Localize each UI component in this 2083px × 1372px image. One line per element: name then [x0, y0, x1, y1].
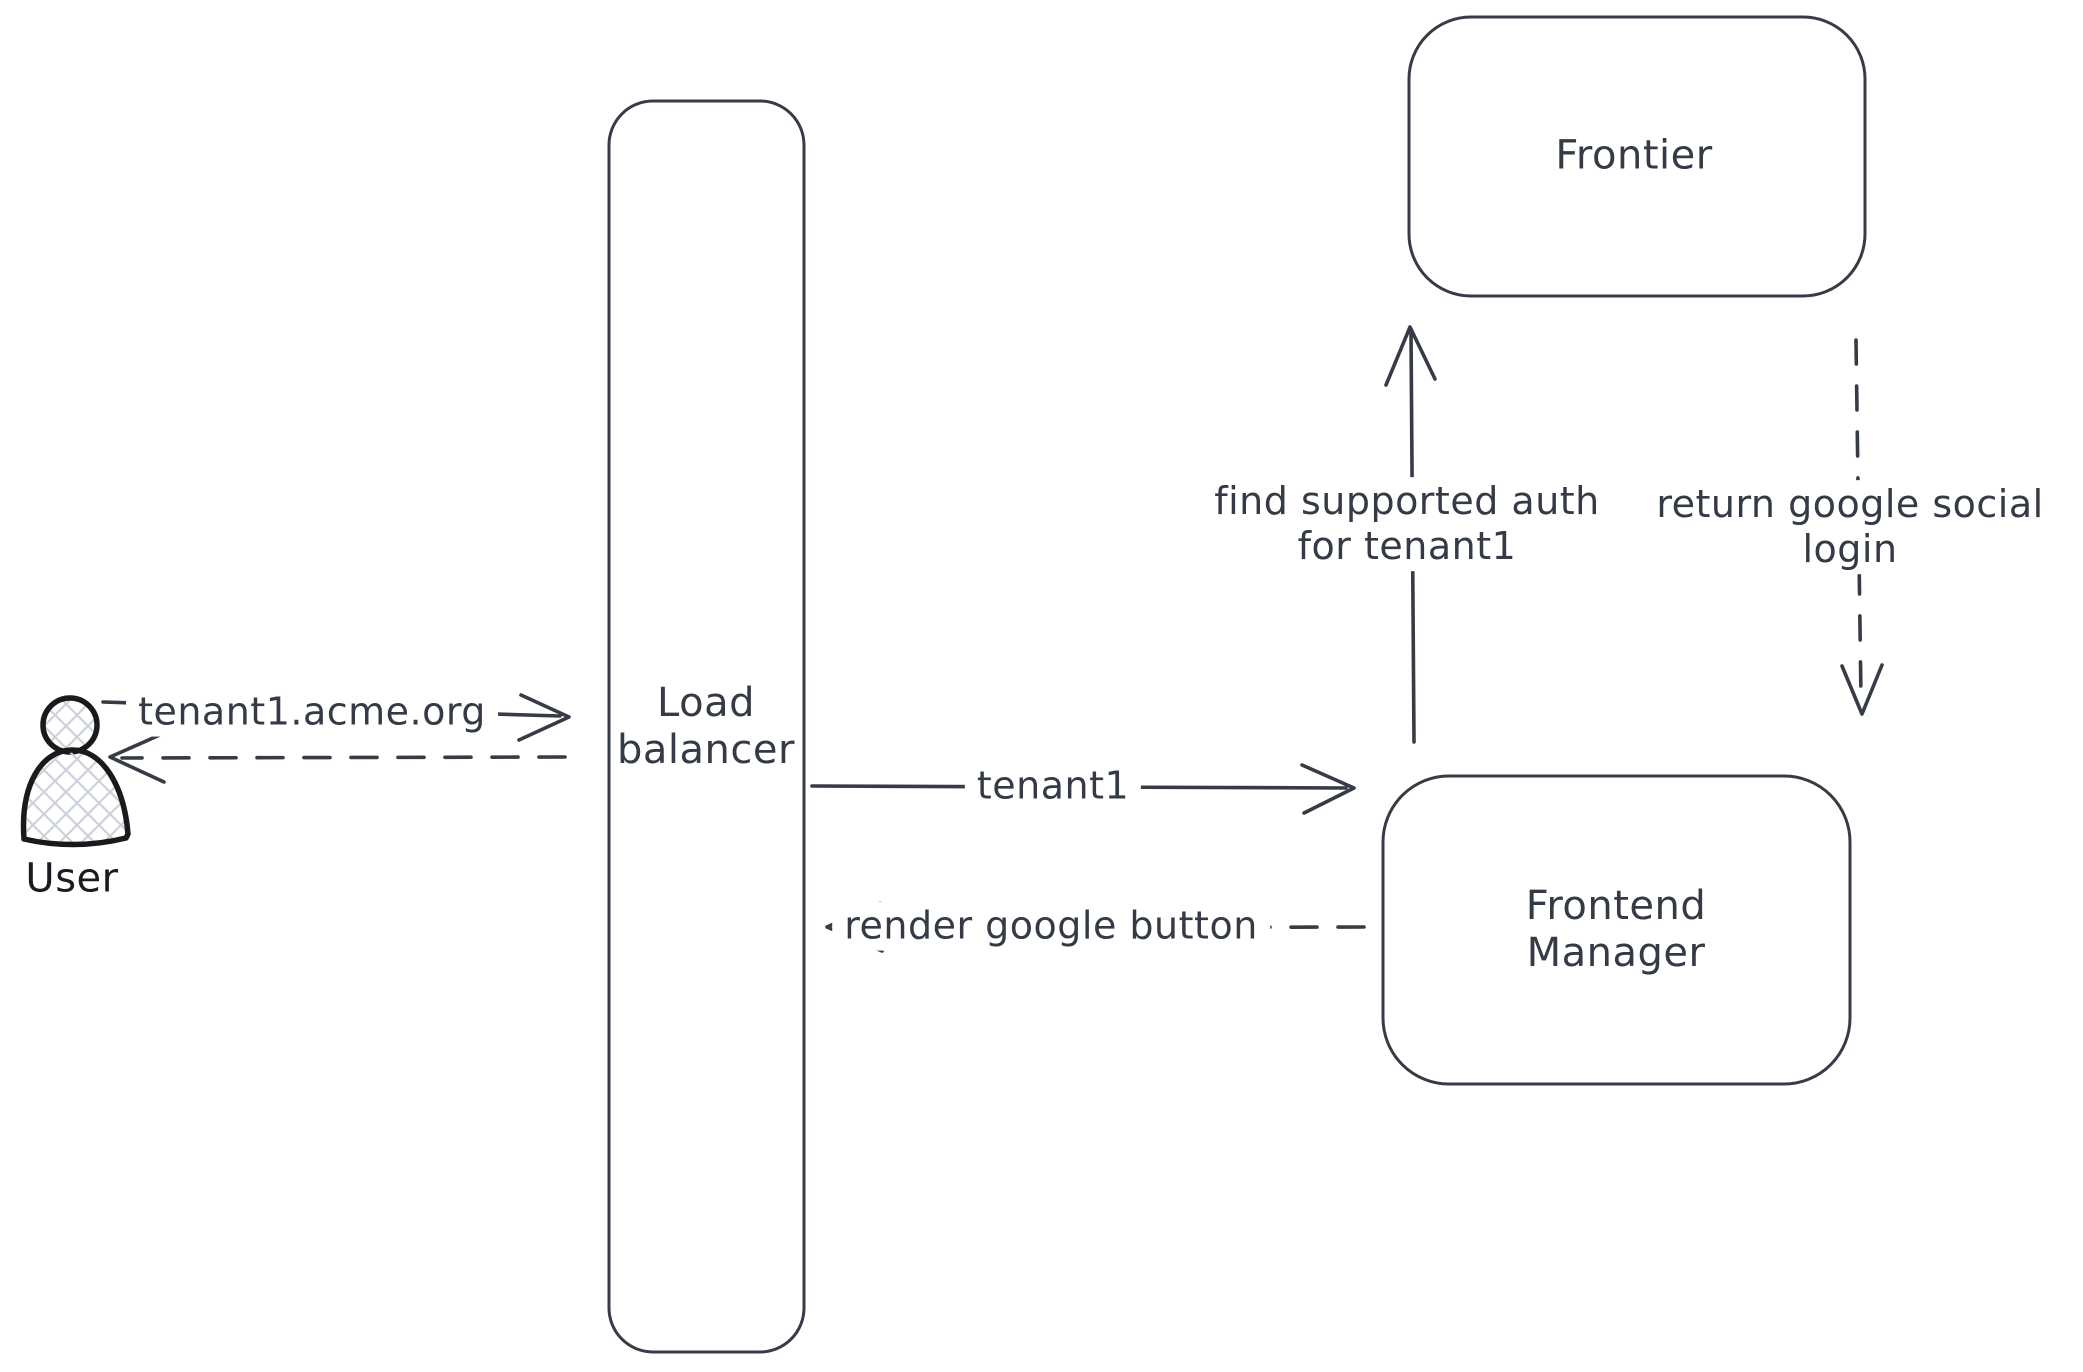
edge-label-return-google-social-login-line1: return google social [1656, 482, 2044, 527]
arrow-load-balancer-to-user [108, 732, 567, 784]
frontend-manager-node-label: Frontend Manager [1526, 883, 1707, 977]
frontend-manager-label-line2: Manager [1526, 930, 1706, 976]
edge-label-render-google-button: render google button [832, 901, 1270, 951]
user-head [40, 695, 100, 755]
frontend-manager-box [1381, 774, 1852, 1086]
arrow-load-balancer-to-frontend-manager-head [1300, 763, 1356, 815]
arrow-load-balancer-to-user-line [120, 755, 567, 760]
user-node-label: User [25, 855, 119, 902]
load-balancer-label-line1: Load [657, 679, 755, 726]
edge-label-return-google-social-login: return google social login [1644, 480, 2056, 574]
edge-label-find-supported-auth: find supported auth for tenant1 [1202, 477, 1612, 571]
arrow-frontend-manager-to-frontier-head [1384, 325, 1437, 387]
user-body [20, 747, 131, 848]
frontier-box [1407, 15, 1867, 298]
arrow-frontier-to-frontend-manager [1840, 338, 1884, 716]
load-balancer-label-line2: balancer [617, 727, 795, 773]
edge-label-find-supported-auth-line1: find supported auth [1214, 479, 1600, 524]
arrow-load-balancer-to-user-head [108, 732, 166, 784]
edge-label-return-google-social-login-line2: login [1802, 527, 1898, 571]
load-balancer-node-label: Load balancer [617, 680, 795, 774]
edge-label-tenant1: tenant1 [964, 761, 1142, 811]
edge-label-tenant1-acme-org: tenant1.acme.org [126, 687, 498, 737]
load-balancer-box [607, 99, 806, 1354]
frontier-node-label: Frontier [1555, 132, 1713, 179]
frontend-manager-label-line1: Frontend [1525, 882, 1707, 929]
arrow-user-to-load-balancer-head [517, 693, 571, 742]
arrow-frontier-to-frontend-manager-head [1840, 663, 1884, 716]
arrow-frontier-to-frontend-manager-line [1854, 338, 1863, 700]
user-person-icon [20, 695, 131, 848]
edge-label-find-supported-auth-line2: for tenant1 [1297, 524, 1517, 568]
